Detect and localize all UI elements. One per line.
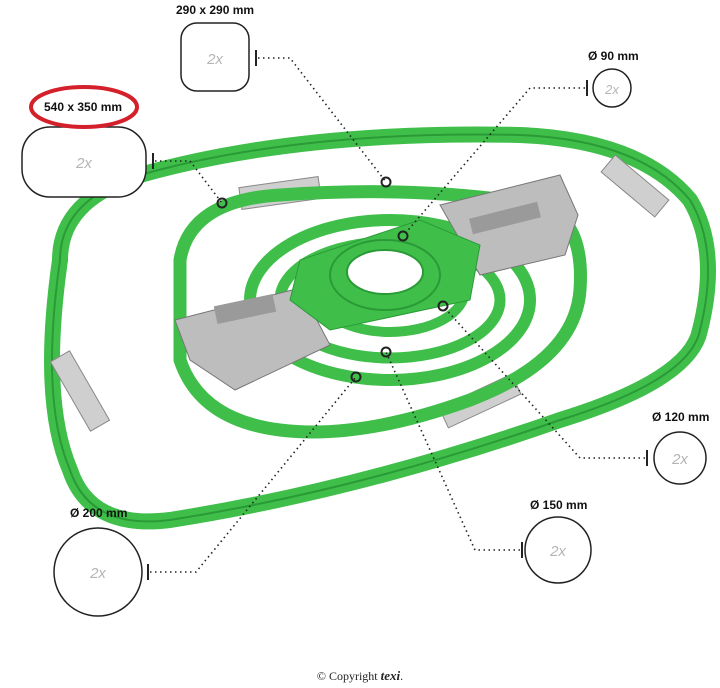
leader-290 (258, 57, 387, 183)
badge-540x350: 2x (21, 126, 147, 198)
leader-200 (150, 376, 357, 573)
highlight-oval (29, 85, 139, 129)
label-200mm: Ø 200 mm (70, 506, 128, 520)
svg-text:2x: 2x (671, 451, 688, 468)
badge-290x290: 2x (180, 22, 250, 92)
label-150mm: Ø 150 mm (530, 498, 588, 512)
svg-text:2x: 2x (89, 565, 106, 582)
leader-540 (155, 160, 223, 204)
svg-text:2x: 2x (75, 155, 92, 172)
hoop-90mm (289, 219, 481, 331)
badge-90mm: 2x (592, 68, 632, 108)
label-120mm: Ø 120 mm (652, 410, 710, 424)
svg-text:2x: 2x (549, 543, 566, 560)
svg-text:2x: 2x (206, 51, 223, 68)
copyright-text: © Copyright (316, 669, 378, 683)
badge-200mm: 2x (53, 527, 143, 617)
label-290x290: 290 x 290 mm (176, 3, 255, 17)
metal-bracket-left (174, 287, 331, 391)
leader-90 (402, 87, 585, 237)
brand-logo: texi (380, 668, 401, 683)
badge-120mm: 2x (653, 431, 707, 485)
hoop-290x290 (173, 185, 587, 439)
leader-120 (442, 305, 645, 459)
label-540x350: 540 x 350 mm (44, 100, 123, 114)
copyright-footer: © Copyright texi. (316, 668, 404, 683)
badge-150mm: 2x (524, 516, 592, 584)
svg-text:2x: 2x (604, 82, 619, 97)
label-90mm: Ø 90 mm (588, 49, 639, 63)
leader-150 (385, 351, 520, 551)
